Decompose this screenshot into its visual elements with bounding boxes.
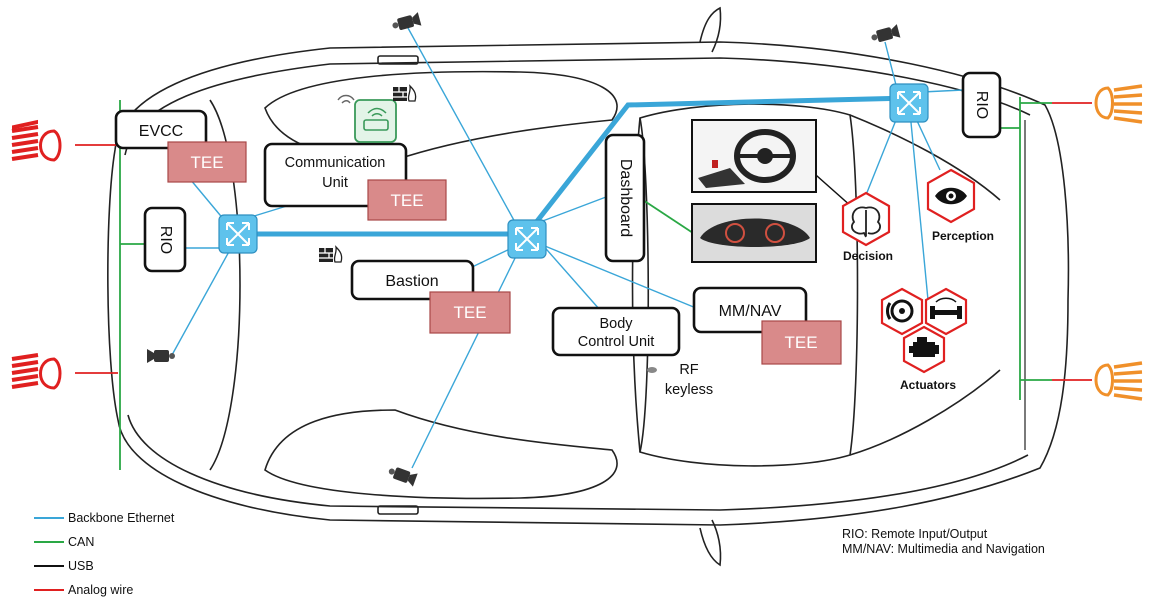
svg-text:Control Unit: Control Unit	[578, 334, 655, 350]
perception-label: Perception	[932, 229, 994, 243]
key-fob-icon	[647, 367, 657, 373]
note-mmnav: MM/NAV: Multimedia and Navigation	[842, 542, 1045, 557]
svg-text:EVCC: EVCC	[139, 123, 183, 140]
legend-item: Analog wire	[34, 578, 174, 602]
rio-right-box: RIO	[963, 73, 1000, 137]
svg-text:Dashboard: Dashboard	[617, 159, 634, 237]
tee-box: TEE	[168, 142, 246, 182]
dashboard-box: Dashboard	[606, 135, 644, 261]
legend-item: USB	[34, 554, 174, 578]
wifi-router-icon	[355, 100, 396, 142]
can-wires	[120, 97, 1052, 470]
rio-left-box: RIO	[145, 208, 185, 271]
svg-text:MM/NAV: MM/NAV	[719, 303, 782, 320]
camera-icon	[870, 24, 901, 45]
network-switch-icon	[890, 84, 928, 122]
wifi-signal-icon	[338, 96, 354, 104]
svg-text:TEE: TEE	[190, 153, 223, 172]
camera-icon	[391, 12, 422, 33]
svg-text:RIO: RIO	[157, 226, 174, 254]
svg-text:Unit: Unit	[322, 175, 348, 191]
legend-swatch	[34, 517, 64, 519]
tee-box: TEE	[368, 180, 446, 220]
tee-box: TEE	[430, 292, 510, 333]
engine-icon	[904, 327, 944, 372]
svg-text:RIO: RIO	[973, 91, 990, 119]
headlight-icon	[12, 355, 60, 388]
rf-keyless-label-line1: RF	[679, 362, 698, 378]
svg-text:Body: Body	[599, 316, 633, 332]
rf-keyless-label-line2: keyless	[665, 382, 713, 398]
svg-text:TEE: TEE	[453, 303, 486, 322]
note-rio: RIO: Remote Input/Output	[842, 527, 1045, 542]
tee-box: TEE	[762, 321, 841, 364]
legend-item: Backbone Ethernet	[34, 506, 174, 530]
legend-label: Backbone Ethernet	[68, 511, 174, 525]
firewall-icon	[319, 247, 342, 262]
brain-icon	[843, 193, 889, 245]
network-switch-icon	[219, 215, 257, 253]
actuators-label: Actuators	[900, 378, 956, 392]
legend-label: CAN	[68, 535, 94, 549]
legend-swatch	[34, 589, 64, 591]
legend-swatch	[34, 565, 64, 567]
legend-label: USB	[68, 559, 94, 573]
svg-text:Bastion: Bastion	[385, 273, 438, 290]
camera-icon	[147, 349, 175, 363]
svg-text:Communication: Communication	[285, 155, 386, 171]
taillight-icon	[1096, 363, 1142, 399]
steering-wheel-photo	[692, 120, 816, 192]
legend-label: Analog wire	[68, 583, 133, 597]
legend-item: CAN	[34, 530, 174, 554]
network-switch-icon	[508, 220, 546, 258]
firewall-icon	[393, 86, 416, 101]
legend-swatch	[34, 541, 64, 543]
brake-disc-icon	[882, 289, 922, 334]
steering-icon	[926, 289, 966, 334]
svg-text:TEE: TEE	[784, 333, 817, 352]
legend: Backbone Ethernet CAN USB Analog wire	[34, 506, 174, 602]
body-control-unit-box: Body Control Unit	[553, 308, 679, 355]
instrument-cluster-photo	[692, 204, 816, 262]
headlight-icon	[12, 120, 60, 160]
decision-label: Decision	[843, 249, 893, 263]
svg-text:TEE: TEE	[390, 191, 423, 210]
taillight-icon	[1096, 86, 1142, 122]
ethernet-links	[172, 28, 963, 468]
abbreviation-notes: RIO: Remote Input/Output MM/NAV: Multime…	[842, 527, 1045, 557]
eye-icon	[928, 170, 974, 222]
